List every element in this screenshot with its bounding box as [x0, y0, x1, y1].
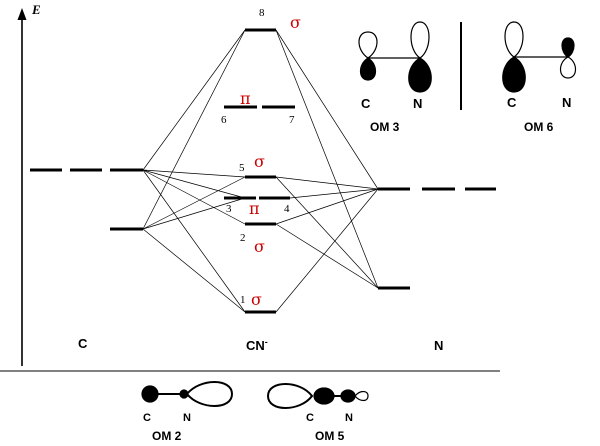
om6-nitrogen-label: N	[562, 95, 571, 110]
level-number-5: 5	[239, 162, 245, 174]
orbital-picture-om2	[141, 381, 234, 407]
om3-carbon-label: C	[361, 96, 371, 111]
level-numbers: 8 6 7 5 3 4 2 1	[221, 7, 295, 306]
om6-nitrogen-upper-lobe	[561, 37, 575, 58]
om5-nitrogen-lobe	[340, 389, 356, 403]
level-number-8: 8	[259, 7, 265, 19]
om3-nitrogen-label: N	[413, 96, 422, 111]
om6-carbon-lower-lobe	[502, 56, 526, 93]
level-number-1: 1	[240, 294, 246, 306]
level-number-7: 7	[289, 114, 295, 126]
om5-nitrogen-back-lobe	[354, 390, 369, 402]
om6-nitrogen-lower-lobe	[559, 56, 577, 79]
sigma-label-5: σ	[254, 152, 265, 171]
pi-label-3-4: π	[249, 199, 260, 218]
om2-carbon-label: C	[143, 412, 151, 424]
column-labels: C CN- N	[78, 336, 443, 353]
correlation-lines	[142, 29, 379, 313]
pi-label-6-7: π	[240, 89, 251, 108]
axis-arrowhead-icon	[17, 8, 27, 20]
sigma-label-8: σ	[290, 13, 301, 32]
column-label-nitrogen: N	[434, 338, 443, 353]
level-number-2: 2	[240, 232, 246, 244]
om2-nitrogen-label: N	[183, 412, 191, 424]
energy-axis: E	[17, 2, 41, 366]
orbital-picture-om5	[266, 383, 369, 409]
om5-carbon-large-lobe	[266, 383, 314, 409]
om6-carbon-label: C	[507, 95, 517, 110]
orbital-picture-om3	[358, 21, 432, 93]
om2-label: OM 2	[152, 429, 182, 443]
om3-carbon-lower-lobe	[359, 57, 377, 81]
om5-carbon-small-lobe	[313, 387, 335, 405]
om2-carbon-lobe	[141, 385, 159, 403]
om6-carbon-upper-lobe	[504, 21, 524, 58]
level-number-6: 6	[221, 114, 227, 126]
om3-nitrogen-upper-lobe	[410, 21, 430, 59]
molecular-levels	[224, 28, 295, 314]
om3-label: OM 3	[370, 120, 400, 134]
om5-carbon-label: C	[306, 412, 314, 424]
sigma-label-1: σ	[251, 290, 262, 309]
om3-nitrogen-lower-lobe	[408, 57, 432, 93]
column-label-carbon: C	[78, 336, 88, 351]
om5-nitrogen-label: N	[345, 412, 353, 424]
om3-carbon-upper-lobe	[358, 31, 378, 59]
level-number-4: 4	[284, 203, 290, 215]
nitrogen-levels	[378, 187, 496, 290]
om6-label: OM 6	[524, 120, 554, 134]
symmetry-labels: σ π σ π σ σ	[240, 13, 301, 309]
orbital-picture-om6	[502, 21, 577, 93]
carbon-levels	[30, 168, 143, 231]
column-label-cn: CN-	[246, 337, 268, 353]
om5-label: OM 5	[315, 429, 345, 443]
energy-axis-label: E	[31, 2, 41, 17]
sigma-label-2: σ	[254, 237, 265, 256]
level-number-3: 3	[226, 203, 232, 215]
om2-nitrogen-large-lobe	[185, 381, 234, 407]
